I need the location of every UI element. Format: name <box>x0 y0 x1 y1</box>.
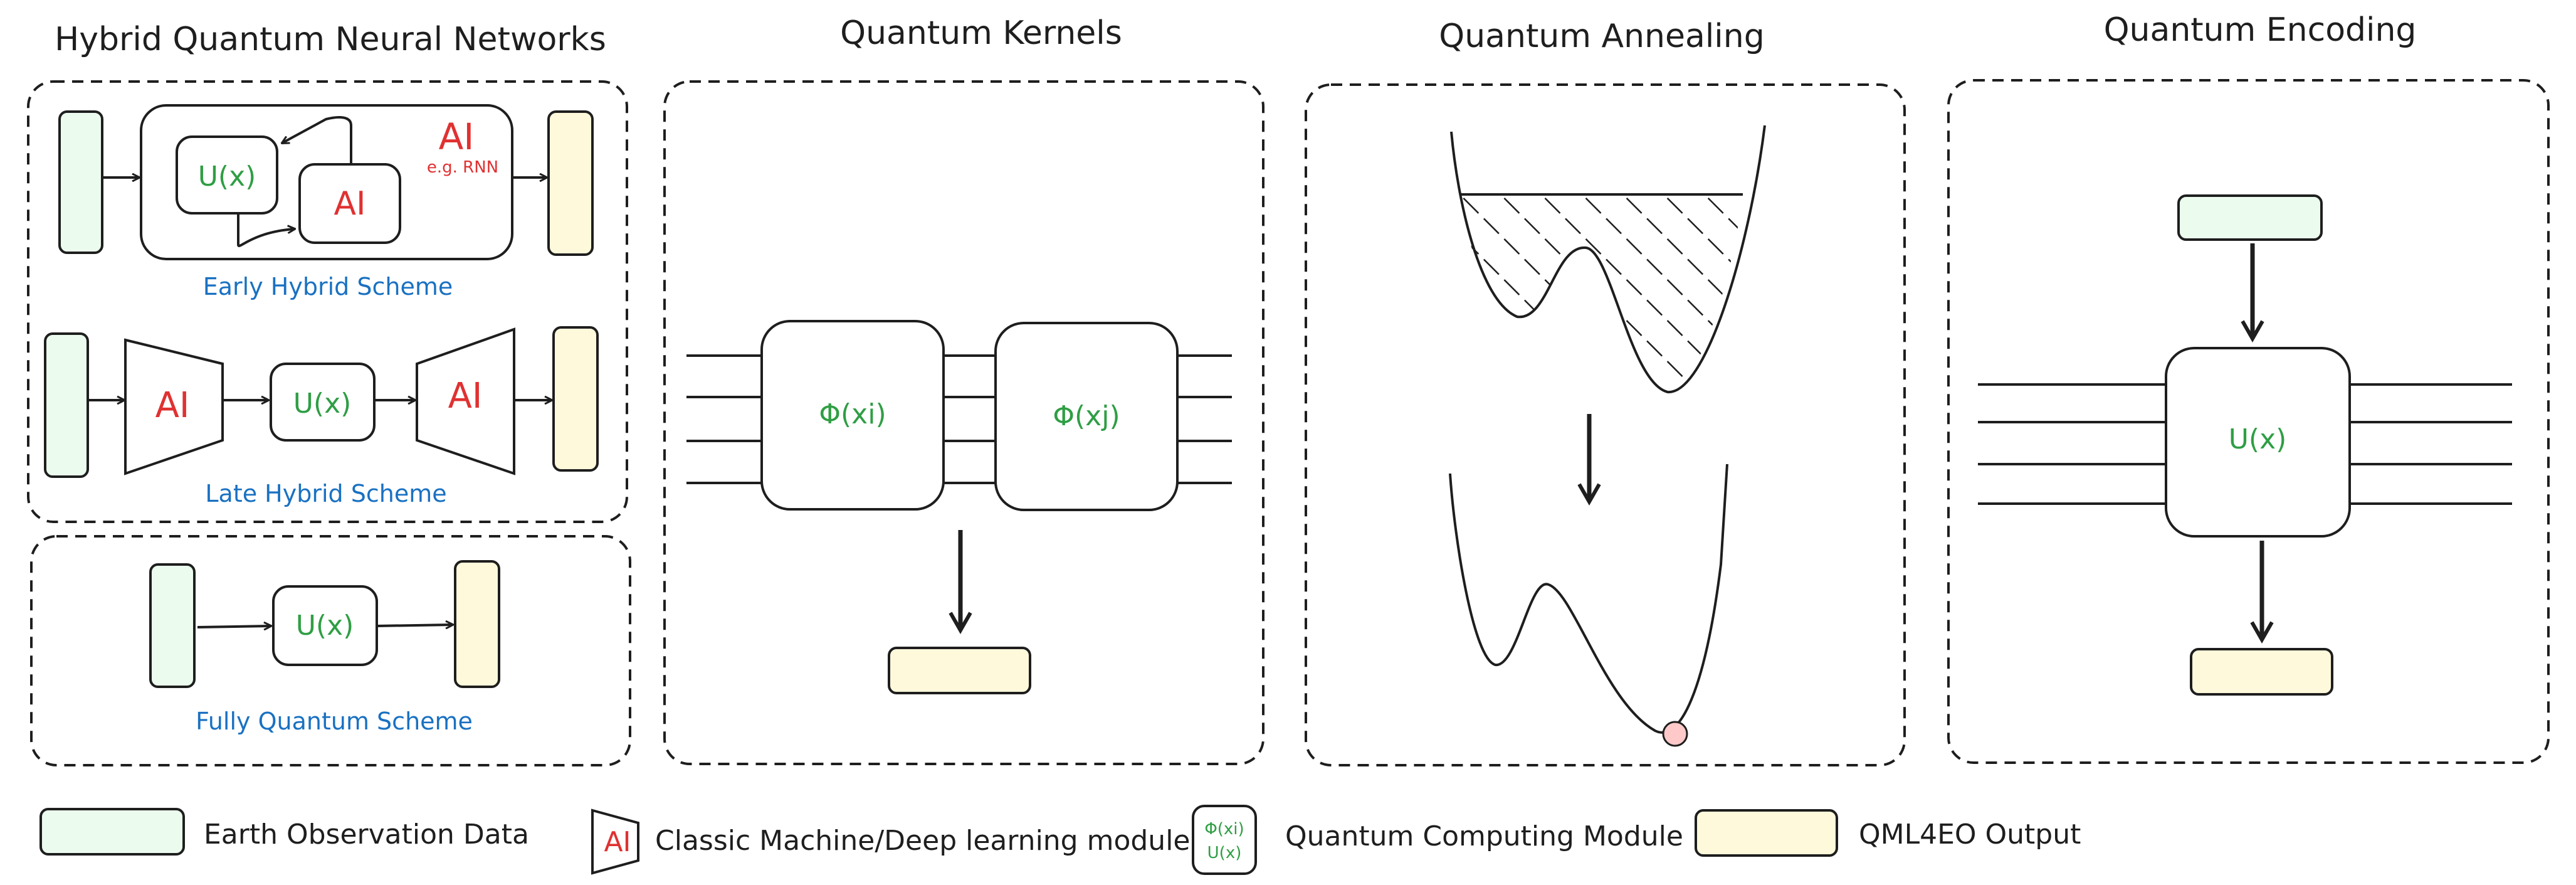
panel-title-annealing: Quantum Annealing <box>1439 18 1764 55</box>
ai-decoder-label: AI <box>448 376 483 416</box>
quantum-module-label: U(x) <box>198 161 256 193</box>
ai-tag: AI <box>439 115 475 158</box>
ai-tag-note: e.g. RNN <box>427 158 498 177</box>
feedback-arrow-icon <box>282 116 352 164</box>
hqnn-fully-panel <box>30 535 631 766</box>
ai-encoder-trapezoid <box>124 338 224 475</box>
qubit-wires <box>686 354 1232 484</box>
quantum-module-label: U(x) <box>296 610 354 642</box>
eo-data-block <box>2177 194 2323 241</box>
quantum-module-u <box>176 135 278 215</box>
encoding-panel <box>1947 79 2550 764</box>
legend-qc-icon-bottom: U(x) <box>1207 844 1242 862</box>
output-block <box>454 560 500 688</box>
output-block <box>888 647 1031 694</box>
feature-map-xj <box>994 322 1179 511</box>
ai-module-label: AI <box>334 185 366 223</box>
panel-title-kernels: Quantum Kernels <box>840 14 1122 52</box>
energy-landscape-final <box>1449 464 1728 747</box>
early-hybrid-caption: Early Hybrid Scheme <box>203 273 453 300</box>
legend-eo-label: Earth Observation Data <box>204 819 529 851</box>
legend-qc-icon <box>1192 805 1257 875</box>
legend-output-swatch <box>1695 809 1838 857</box>
kernels-panel <box>663 80 1264 765</box>
hatch-pattern <box>1459 194 1743 393</box>
arrow-icon <box>197 626 271 627</box>
legend-ai-label: Classic Machine/Deep learning module <box>655 825 1191 857</box>
legend-eo-swatch <box>39 808 185 856</box>
legend-qc-icon-top: Φ(xi) <box>1204 820 1244 839</box>
ai-encoder-label: AI <box>155 385 190 426</box>
annealing-panel <box>1305 83 1906 766</box>
output-block <box>552 326 599 472</box>
output-block <box>2190 648 2333 696</box>
fully-quantum-caption: Fully Quantum Scheme <box>196 707 473 735</box>
hqnn-hybrid-panel <box>27 80 628 523</box>
eo-data-block <box>44 332 89 478</box>
quantum-module-u <box>270 363 376 442</box>
output-block <box>547 110 594 256</box>
quantum-module-label: U(x) <box>2229 423 2287 455</box>
feature-map-xi-label: Φ(xi) <box>819 398 886 430</box>
eo-data-block <box>149 563 196 688</box>
eo-data-block <box>58 110 103 254</box>
qubit-wires <box>1978 383 2512 505</box>
panel-title-hqnn: Hybrid Quantum Neural Networks <box>55 21 606 58</box>
energy-landscape-initial <box>1450 125 1766 394</box>
arrow-icon <box>237 213 295 247</box>
panel-title-encoding: Quantum Encoding <box>2104 11 2417 49</box>
legend-ai-icon-label: AI <box>604 826 631 858</box>
legend-ai-icon <box>591 808 639 875</box>
arrow-icon <box>376 625 453 626</box>
quantum-module-label: U(x) <box>293 388 352 420</box>
late-hybrid-caption: Late Hybrid Scheme <box>205 480 446 507</box>
feature-map-xj-label: Φ(xj) <box>1053 400 1120 432</box>
legend-qc-label: Quantum Computing Module <box>1285 820 1683 852</box>
global-minimum-dot <box>1662 721 1688 747</box>
ai-decoder-trapezoid <box>416 327 515 475</box>
quantum-module-u <box>2165 347 2351 538</box>
legend-output-label: QML4EO Output <box>1859 819 2081 851</box>
feature-map-xi <box>760 320 945 511</box>
